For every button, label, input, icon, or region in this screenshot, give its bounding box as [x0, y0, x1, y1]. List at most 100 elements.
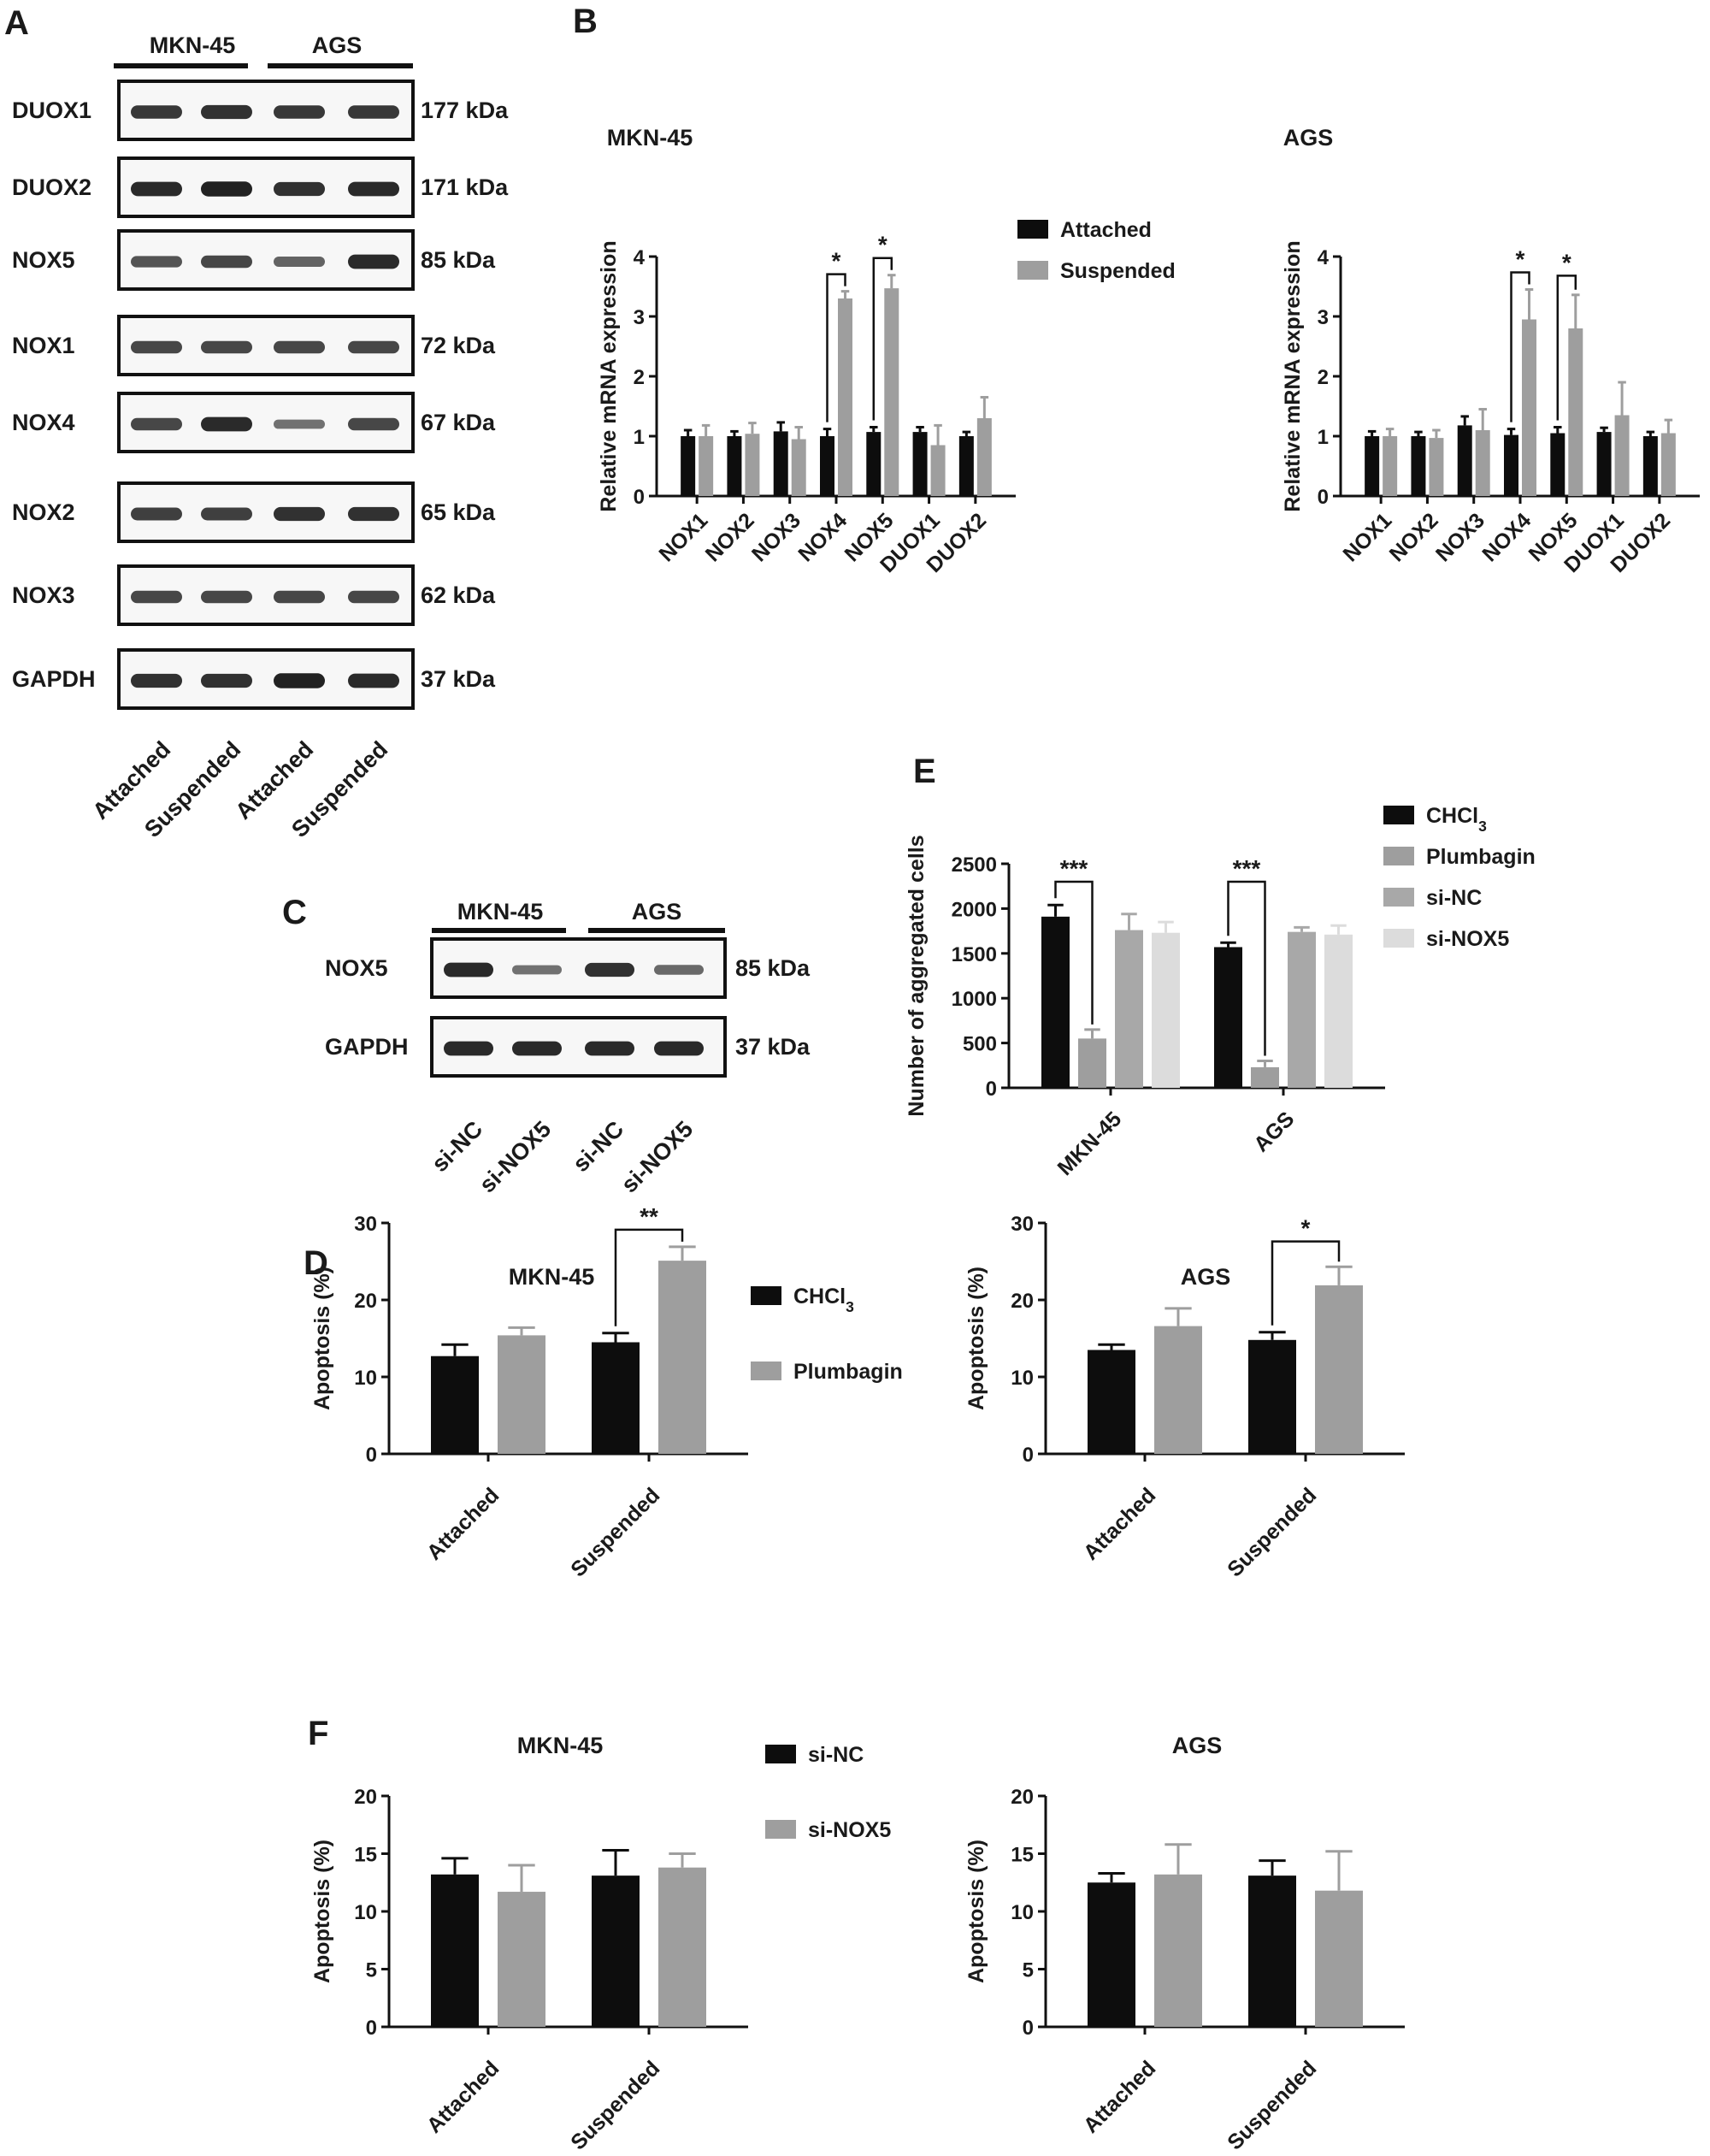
- panel-label-c: C: [282, 894, 307, 931]
- significance-bracket: [1054, 880, 1094, 1025]
- kda-label: 171 kDa: [421, 174, 509, 200]
- x-category-label: NOX1: [1338, 508, 1396, 566]
- bar-attached-nox4: [820, 436, 834, 496]
- protein-label: NOX4: [12, 410, 75, 435]
- y-tick-label: 10: [354, 1367, 377, 1390]
- kda-label: 37 kDa: [421, 666, 496, 692]
- panel-label-e: E: [913, 753, 936, 790]
- kda-label: 85 kDa: [421, 247, 496, 273]
- legend-label-suspended: Suspended: [1060, 259, 1176, 283]
- y-axis-label: Apoptosis (%): [964, 1840, 988, 1983]
- y-tick-label: 0: [366, 1444, 377, 1467]
- bar-plumbagin-suspended: [1315, 1285, 1363, 1454]
- legend-swatch-suspended: [1017, 261, 1048, 280]
- y-tick-label: 5: [366, 1959, 377, 1982]
- blot-band: [444, 1041, 493, 1056]
- x-category-label: NOX1: [654, 508, 712, 566]
- bar-attached-nox1: [1365, 436, 1380, 496]
- x-category-label: Suspended: [1223, 1483, 1321, 1581]
- blot-band: [201, 507, 252, 521]
- blot-band: [654, 965, 704, 975]
- protein-label: NOX2: [12, 499, 75, 525]
- y-tick-label: 4: [634, 246, 646, 269]
- blot-band: [274, 506, 325, 522]
- chart-title: AGS: [1283, 125, 1334, 151]
- y-tick-label: 1: [634, 426, 645, 449]
- kda-label: 67 kDa: [421, 410, 496, 435]
- significance-marker: *: [878, 232, 887, 258]
- x-category-label: Suspended: [566, 2056, 664, 2154]
- bar-si-nc-suspended: [1248, 1875, 1296, 2027]
- y-tick-label: 0: [986, 1078, 997, 1101]
- y-tick-label: 3: [1318, 306, 1329, 329]
- blot-band: [444, 962, 493, 978]
- blot-row-gapdh: GAPDH 37 kDa: [12, 648, 496, 710]
- x-category-label: Attached: [1079, 1483, 1160, 1564]
- blot-row-nox5: NOX5 85 kDa: [325, 937, 811, 999]
- bar-chcl3-attached: [431, 1356, 479, 1454]
- legend-label-chcl3: CHCl3: [793, 1285, 854, 1315]
- bar-attached-nox5: [866, 432, 882, 496]
- y-tick-label: 10: [1011, 1367, 1034, 1390]
- bar-suspended-nox2: [1429, 438, 1444, 496]
- kda-label: 72 kDa: [421, 333, 496, 358]
- protein-label: DUOX1: [12, 97, 91, 123]
- chart-title: MKN-45: [509, 1264, 595, 1290]
- bar-attached-nox1: [681, 436, 696, 496]
- y-tick-label: 20: [354, 1290, 377, 1313]
- blot-band: [348, 673, 399, 688]
- blot-band: [131, 256, 182, 268]
- blot-band: [512, 1041, 562, 1056]
- y-tick-label: 15: [354, 1844, 377, 1867]
- bar-plumbagin-mkn-45: [1078, 1038, 1106, 1088]
- chart-title: AGS: [1181, 1264, 1231, 1290]
- bar-suspended-nox5: [884, 288, 899, 496]
- protein-label: NOX5: [325, 955, 388, 981]
- bar-si-nc-ags: [1288, 931, 1316, 1088]
- y-tick-label: 500: [963, 1033, 997, 1056]
- x-category-label: Suspended: [566, 1483, 664, 1581]
- y-tick-label: 30: [354, 1213, 377, 1236]
- bar-attached-nox3: [1457, 425, 1472, 496]
- x-category-label: Suspended: [1223, 2056, 1321, 2154]
- legend-label-si-nc: si-NC: [808, 1743, 864, 1767]
- blot-band: [131, 417, 182, 431]
- blot-band: [131, 590, 182, 604]
- y-tick-label: 2: [634, 366, 645, 389]
- x-category-label: MKN-45: [1053, 1107, 1127, 1180]
- x-category-label: NOX4: [793, 508, 852, 566]
- legend-swatch-si-nox5: [1383, 929, 1414, 948]
- y-tick-label: 1500: [952, 943, 997, 966]
- significance-bracket: [1510, 271, 1530, 422]
- bar-si-nox5-suspended: [658, 1867, 706, 2027]
- bar-plumbagin-ags: [1251, 1066, 1279, 1088]
- bar-suspended-nox1: [699, 436, 714, 496]
- y-tick-label: 2000: [952, 898, 997, 921]
- bar-suspended-nox1: [1383, 436, 1398, 496]
- bar-suspended-nox3: [1475, 430, 1490, 496]
- blot-band: [201, 416, 252, 432]
- y-tick-label: 0: [366, 2017, 377, 2040]
- blot-band: [131, 507, 182, 521]
- kda-label: 85 kDa: [735, 955, 811, 981]
- bar-si-nox5-mkn-45: [1152, 932, 1180, 1088]
- significance-bracket: [614, 1228, 684, 1326]
- blot-band: [201, 340, 252, 354]
- chart-title: AGS: [1172, 1733, 1223, 1758]
- y-tick-label: 2: [1318, 366, 1329, 389]
- legend-label-chcl3: CHCl3: [1426, 804, 1487, 835]
- blot-band: [348, 506, 399, 522]
- protein-label: GAPDH: [12, 666, 96, 692]
